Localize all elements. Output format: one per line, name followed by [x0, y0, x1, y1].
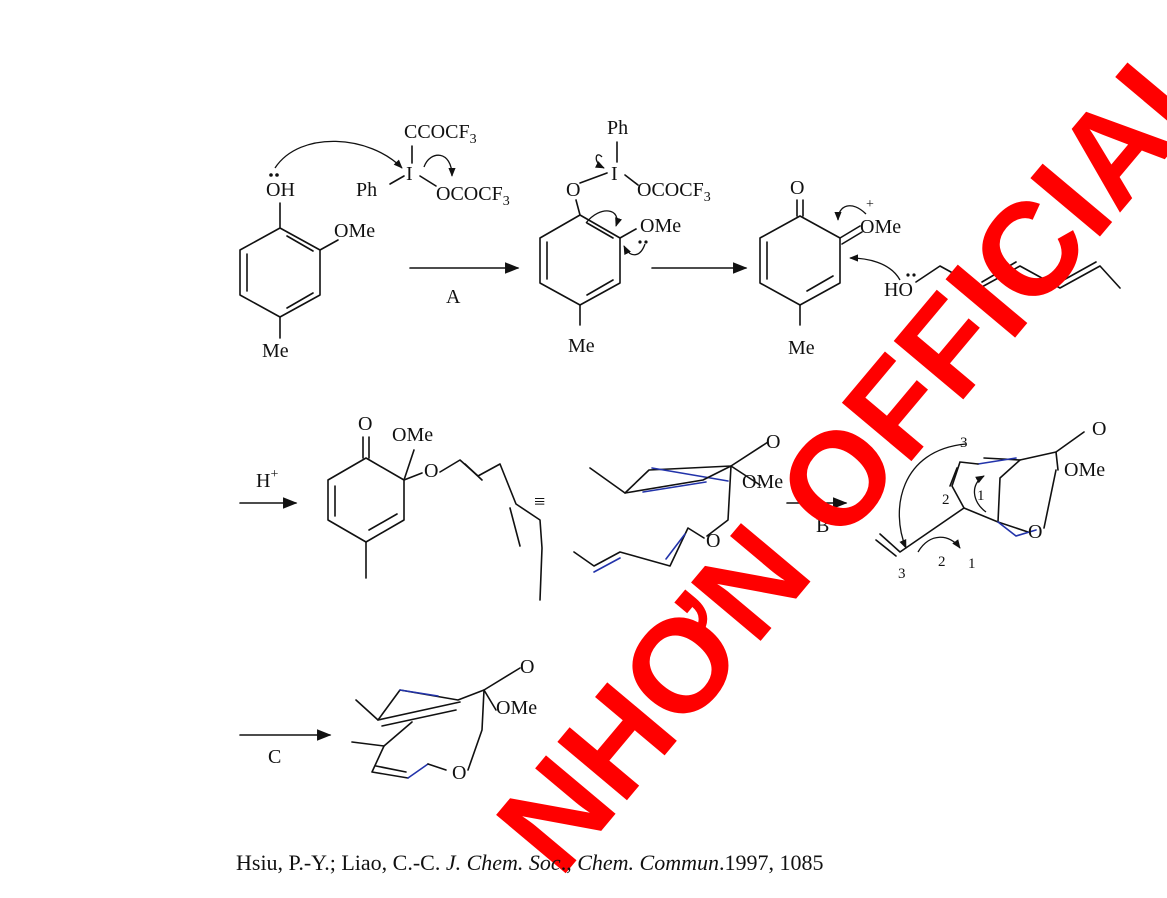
methoxy-label: OMe	[640, 215, 681, 237]
methoxy-label: OMe	[334, 220, 375, 242]
phenol-molecule: OH OMe Me	[239, 173, 375, 362]
locant-number: 2	[938, 554, 946, 570]
journal-name: Chem. Commun	[577, 850, 719, 875]
iodine-label: I	[611, 163, 618, 185]
locant-number: 2	[942, 492, 950, 508]
watermark-text: NHƠN OFFICIAL	[469, 4, 1167, 898]
trifluoroacetate-label: CCOCF3	[404, 121, 477, 147]
methyl-label: Me	[568, 335, 595, 357]
conformer-drawing: O OMe O	[573, 431, 783, 573]
tricyclic-product: O OMe O	[351, 656, 537, 784]
cycloaddition-adduct: O OMe O 3 2 1 3 2 1	[875, 418, 1106, 582]
ether-oxygen-label: O	[1028, 521, 1042, 543]
methoxy-label: OMe	[860, 216, 901, 238]
aryloxy-iodane-intermediate: Ph I O OCOCF3 OMe Me	[539, 117, 711, 357]
step-label-c: C	[268, 746, 281, 768]
ether-oxygen-label: O	[424, 460, 438, 482]
ether-oxygen-label: O	[452, 762, 466, 784]
locant-number: 3	[960, 435, 968, 451]
iodine-label: I	[406, 163, 413, 185]
trifluoroacetate-label: OCOCF3	[637, 179, 711, 205]
trifluoroacetate-label: OCOCF3	[436, 183, 510, 209]
methoxy-label: OMe	[1064, 459, 1105, 481]
citation-authors: Hsiu, P.-Y.; Liao, C.-C.	[236, 850, 446, 875]
citation-separator: .,	[560, 850, 578, 875]
carbonyl-oxygen-label: O	[1092, 418, 1106, 440]
carbonyl-oxygen-label: O	[520, 656, 534, 678]
methoxy-label: OMe	[742, 471, 783, 493]
phenyl-label: Ph	[607, 117, 628, 139]
step-label-a: A	[446, 286, 461, 308]
citation-year-pages: .1997, 1085	[718, 850, 824, 875]
carbonyl-oxygen-label: O	[790, 177, 804, 199]
hydroxyl-label: OH	[266, 179, 295, 201]
positive-charge: +	[866, 197, 874, 212]
carbonyl-oxygen-label: O	[766, 431, 780, 453]
literature-citation: Hsiu, P.-Y.; Liao, C.-C. J. Chem. Soc., …	[236, 850, 823, 876]
oxocarbenium-intermediate: O + OMe Me	[759, 177, 901, 359]
mixed-ketal-product: O OMe O	[327, 413, 543, 601]
acid-catalyst-label: H+	[256, 467, 278, 492]
ether-oxygen-label: O	[706, 530, 720, 552]
locant-number: 1	[977, 488, 985, 504]
locant-number: 1	[968, 556, 976, 572]
oxygen-label: O	[566, 179, 580, 201]
step-label-b: B	[816, 515, 829, 537]
methoxy-label: OMe	[392, 424, 433, 446]
locant-number: 3	[898, 566, 906, 582]
hexadienol: HO	[849, 254, 1121, 301]
phenyl-label: Ph	[356, 179, 377, 201]
methoxy-label: OMe	[496, 697, 537, 719]
pifa-reagent: CCOCF3 I Ph OCOCF3	[274, 121, 510, 209]
carbonyl-oxygen-label: O	[358, 413, 372, 435]
hydroxyl-label: HO	[884, 279, 913, 301]
methyl-label: Me	[788, 337, 815, 359]
equivalence-sign: ≡	[534, 491, 545, 513]
journal-name: J. Chem. Soc	[445, 850, 561, 875]
methyl-label: Me	[262, 340, 289, 362]
